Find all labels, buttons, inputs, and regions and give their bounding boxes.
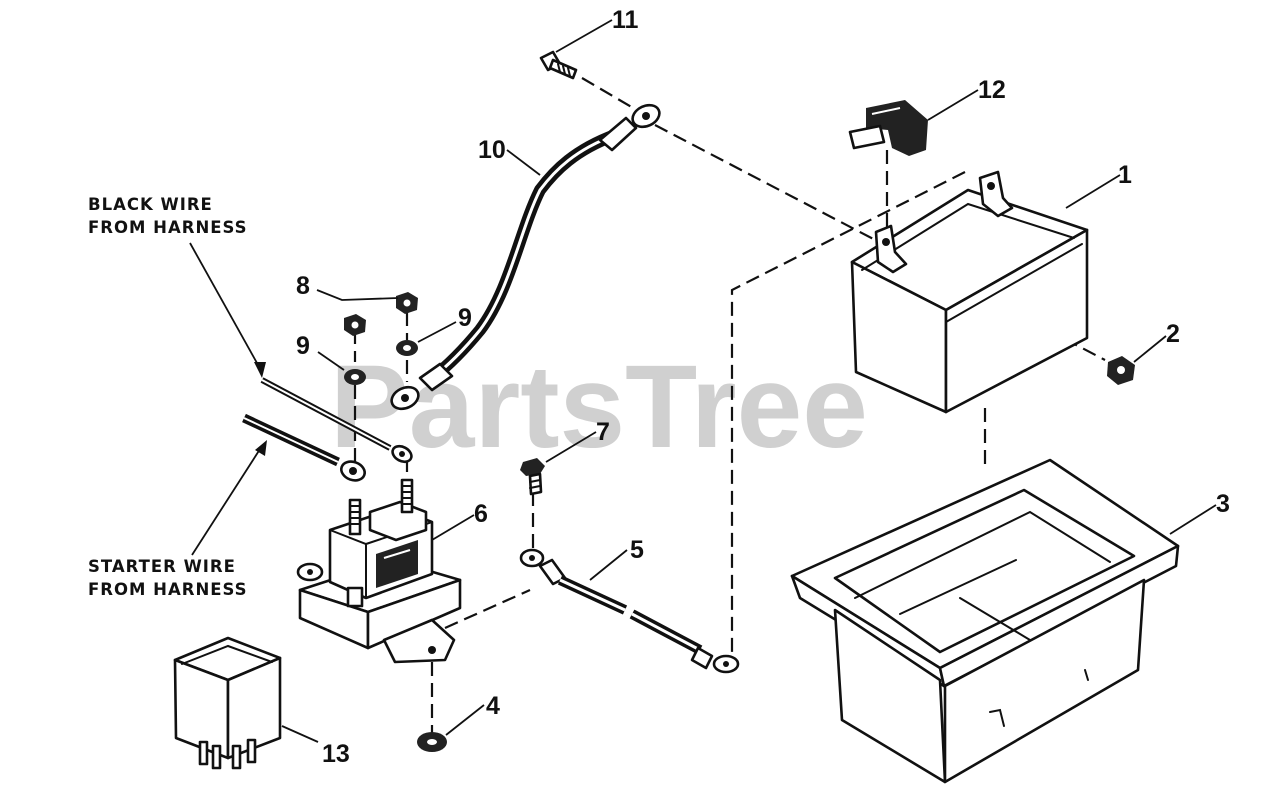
washer-part-9b[interactable]	[396, 340, 418, 356]
washer-part-9a[interactable]	[344, 369, 366, 385]
callout-7[interactable]: 7	[596, 418, 610, 446]
starter-wire-caption-line1: STARTER WIRE	[88, 557, 236, 576]
nut-part-8b[interactable]	[344, 314, 366, 336]
nut-part-8a[interactable]	[396, 292, 418, 314]
battery-tray-part-3[interactable]	[790, 458, 1180, 784]
solenoid-part-6[interactable]	[296, 478, 462, 664]
nut-part-2[interactable]	[1107, 356, 1135, 385]
callout-3[interactable]: 3	[1216, 490, 1230, 518]
black-wire-caption-line1: BLACK WIRE	[88, 195, 213, 214]
leader-lines	[281, 19, 1217, 743]
starter-wire-leader	[191, 440, 267, 556]
black-wire-caption-line2: FROM HARNESS	[88, 218, 248, 237]
bolt-part-11[interactable]	[539, 50, 578, 80]
callout-13[interactable]: 13	[322, 740, 350, 768]
battery-cable-part-10[interactable]	[388, 101, 663, 413]
washer-part-4[interactable]	[417, 732, 447, 752]
callout-10[interactable]: 10	[478, 136, 506, 164]
watermark: PartsTree	[330, 341, 868, 473]
terminal-cover-part-12[interactable]	[848, 100, 928, 156]
relay-part-13[interactable]	[173, 636, 282, 770]
callout-9-right[interactable]: 9	[458, 304, 472, 332]
callout-9-left[interactable]: 9	[296, 332, 310, 360]
callout-12[interactable]: 12	[978, 76, 1006, 104]
callout-5[interactable]: 5	[630, 536, 644, 564]
cable-part-5[interactable]	[519, 548, 740, 674]
callout-2[interactable]: 2	[1166, 320, 1180, 348]
starter-wire-caption-line2: FROM HARNESS	[88, 580, 248, 599]
battery-part-1[interactable]	[850, 170, 1089, 414]
callout-11[interactable]: 11	[612, 6, 639, 34]
black-wire-leader	[189, 242, 266, 378]
black-wire	[260, 377, 413, 464]
starter-wire	[242, 413, 366, 482]
callout-4[interactable]: 4	[486, 692, 500, 720]
screw-part-7[interactable]	[520, 458, 545, 496]
callout-8[interactable]: 8	[296, 272, 310, 300]
callout-1[interactable]: 1	[1118, 161, 1132, 189]
callout-6[interactable]: 6	[474, 500, 488, 528]
